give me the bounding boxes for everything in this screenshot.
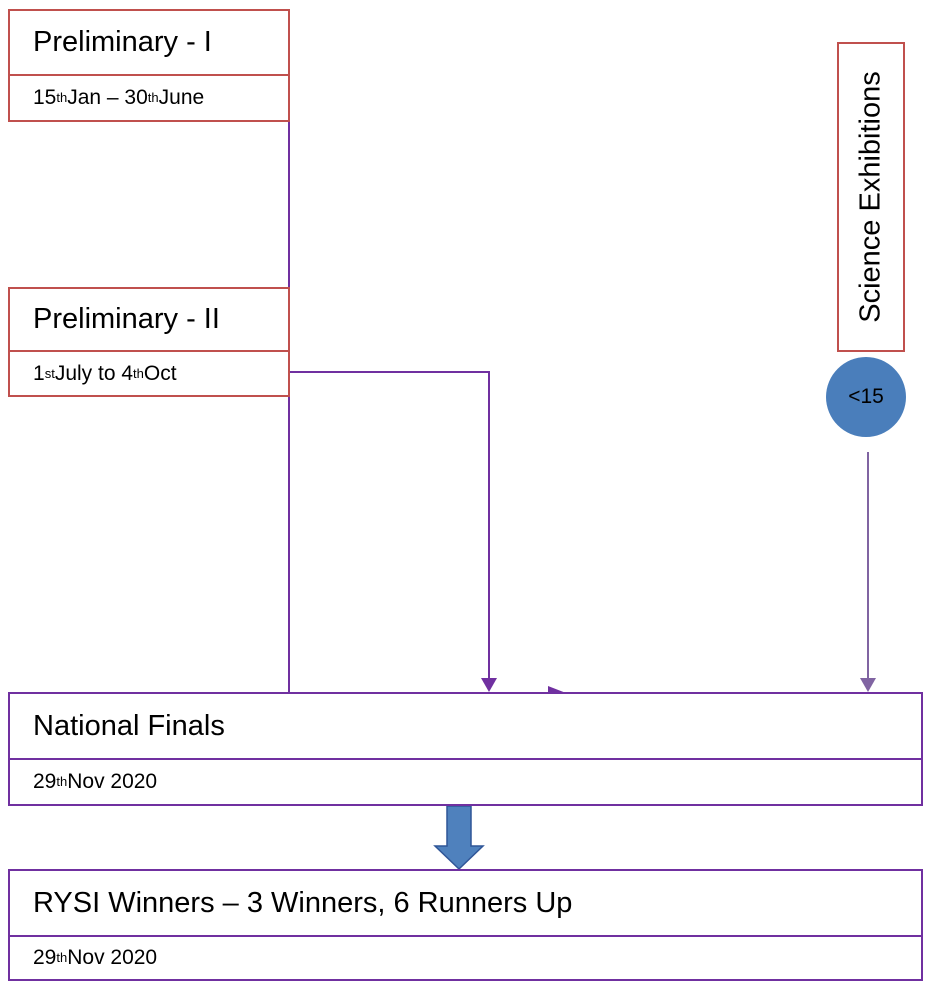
under-15-badge-label: <15: [848, 385, 884, 408]
winners-box: RYSI Winners – 3 Winners, 6 Runners Up 2…: [8, 869, 923, 981]
winners-title: RYSI Winners – 3 Winners, 6 Runners Up: [33, 886, 573, 919]
prelim2-connector: [289, 371, 490, 680]
preliminary-1-title: Preliminary - I: [33, 26, 212, 58]
science-exhibitions-box: Science Exhibitions: [837, 42, 905, 352]
under-15-badge: <15: [826, 357, 906, 437]
block-down-arrow: [433, 805, 485, 871]
science-exhibitions-label: Science Exhibitions: [854, 71, 887, 323]
exhibition-arrowhead: [860, 678, 876, 692]
preliminary-2-title: Preliminary - II: [33, 303, 220, 335]
national-finals-title: National Finals: [33, 709, 225, 742]
prelim2-arrowhead: [481, 678, 497, 692]
